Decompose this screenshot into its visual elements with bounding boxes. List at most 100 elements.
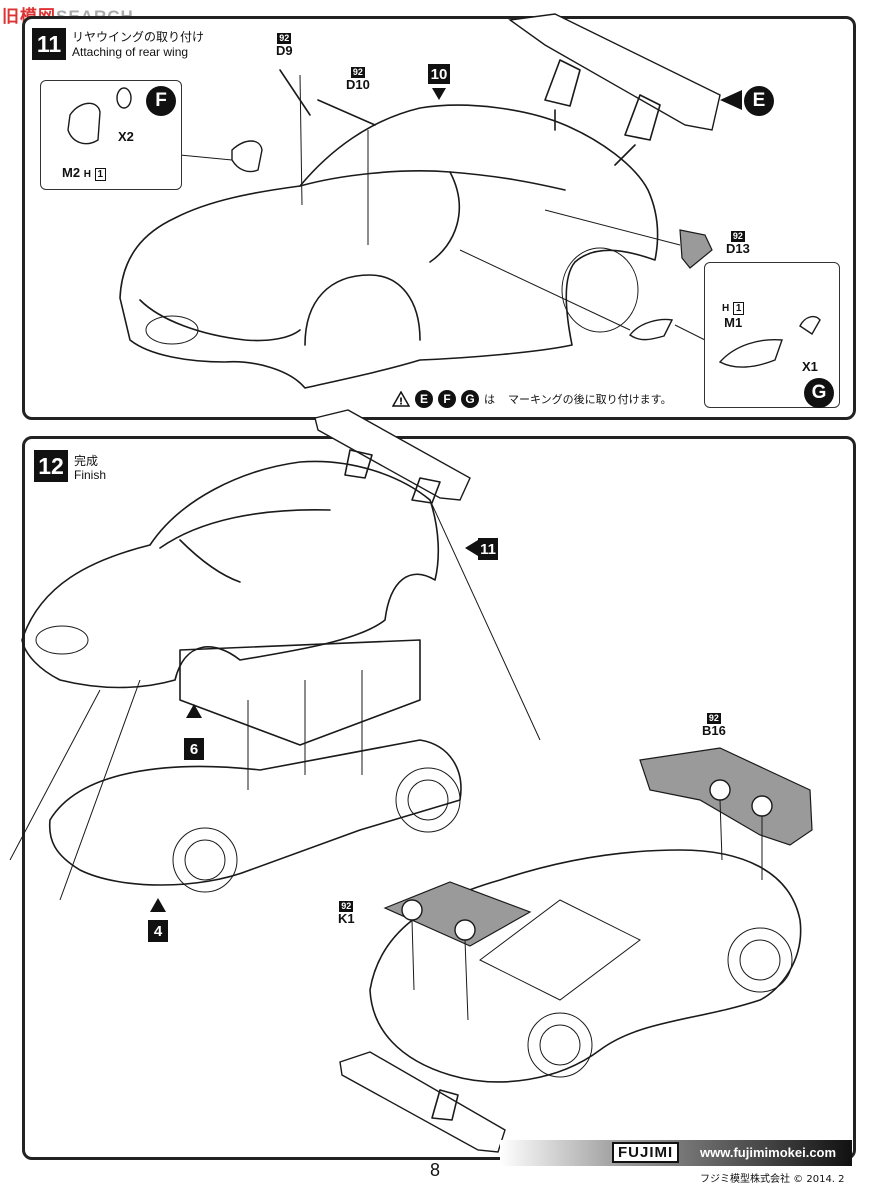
note-text: マーキングの後に取り付けます。 [508, 393, 672, 406]
label-b16: 92 B16 [702, 710, 726, 738]
chassis-front-rim [184, 839, 226, 881]
label-m2-n: 1 [94, 168, 107, 181]
page-number: 8 [430, 1160, 441, 1180]
label-k1-badge: 92 [339, 901, 354, 912]
copyright: フジミ模型株式会社 © 2014. 2 [700, 1174, 845, 1185]
ref-11-arrow [465, 540, 478, 556]
ref-4-arrow [150, 898, 166, 912]
step-11-title-jp: リヤウイングの取り付け [72, 30, 205, 44]
label-m2: M2 H 1 [62, 165, 107, 182]
wing-arrows [554, 109, 636, 166]
leader-d13 [544, 209, 681, 246]
marking-note: ! E F G は マーキングの後に取り付けます。 [392, 390, 672, 408]
part-m1-mount [628, 318, 674, 341]
step-11-number: 11 [32, 28, 66, 60]
ref-step-4: 4 [148, 920, 168, 942]
chassis-rear-rim [407, 779, 449, 821]
leader-subbox-g [674, 324, 706, 341]
label-m1: H 1 M1 [722, 300, 745, 330]
k1-pin-b [454, 919, 476, 941]
svg-text:!: ! [399, 397, 404, 408]
wing-stays [544, 59, 661, 141]
brand-logo: FUJIMI [612, 1142, 680, 1163]
ref-step-10: 10 [428, 64, 450, 84]
label-x1: X1 [802, 359, 818, 374]
chassis-outline [48, 739, 462, 886]
ref-step-11: 11 [478, 538, 498, 560]
callout-e: E [744, 86, 774, 116]
label-d9-badge: 92 [277, 33, 292, 44]
label-d13-code: D13 [726, 241, 750, 256]
callout-g: G [804, 378, 834, 408]
car-door-line [429, 171, 460, 263]
finished-car-wing [314, 409, 471, 501]
car-grille [145, 315, 199, 345]
k1-pin-a [401, 899, 423, 921]
underside-wing [339, 1051, 506, 1153]
label-m2-h: H [83, 169, 91, 180]
label-m1-n: 1 [732, 302, 745, 315]
car-front-bumper [139, 299, 301, 342]
label-k1: 92 K1 [338, 898, 355, 926]
ref-10-arrow-head [432, 88, 446, 100]
part-m1-drawing [718, 338, 783, 368]
b16-pin-b [751, 795, 773, 817]
finished-car-wing-stays [344, 449, 441, 504]
rear-wing-drawing [508, 13, 721, 131]
note-circle-f: F [438, 390, 456, 408]
underside-car-body [369, 849, 802, 1083]
leader-b16-a [719, 799, 723, 861]
label-k1-code: K1 [338, 911, 355, 926]
label-d13-badge: 92 [730, 231, 745, 242]
label-d9: 92 D9 [276, 30, 293, 58]
note-ha: は [484, 393, 495, 406]
label-x2: X2 [118, 129, 134, 144]
underside-wing-stay [431, 1089, 459, 1121]
ref-6-arrow [186, 704, 202, 718]
part-x2-drawing [116, 87, 132, 109]
finished-car-grille [35, 625, 89, 655]
note-circle-e: E [415, 390, 433, 408]
step-12-number: 12 [34, 450, 68, 482]
label-d13: 92 D13 [726, 228, 750, 256]
leader-m1 [459, 249, 631, 331]
label-d10-code: D10 [346, 77, 370, 92]
underside-front-wheel [527, 1012, 593, 1078]
part-k1-drawing [383, 881, 532, 947]
underside-rear-rim [739, 939, 781, 981]
label-d10-badge: 92 [350, 67, 365, 78]
chassis-rear-wheel [395, 767, 461, 833]
leader-k1-a [411, 919, 415, 991]
label-d9-code: D9 [276, 43, 293, 58]
assembly-guide-lines [9, 499, 541, 901]
label-b16-badge: 92 [706, 713, 721, 724]
finished-car-roofline [159, 508, 331, 549]
callout-f: F [146, 86, 176, 116]
callout-e-arrow [720, 90, 742, 110]
label-d10: 92 D10 [346, 64, 370, 92]
part-d13-drawing [679, 229, 713, 269]
step-11-title-en: Attaching of rear wing [72, 45, 189, 59]
step-12-title-jp: 完成 [74, 454, 99, 468]
warning-icon: ! [392, 391, 410, 407]
label-m1-h: H [722, 303, 730, 314]
part-x1-drawing [799, 315, 821, 335]
car-front-arch [304, 274, 421, 346]
interior-tub [179, 639, 421, 746]
label-b16-code: B16 [702, 723, 726, 738]
car-rear-arch [561, 247, 639, 333]
leader-d9 [299, 74, 303, 206]
b16-pin-a [709, 779, 731, 801]
finished-car-body [21, 460, 440, 689]
ref-step-6: 6 [184, 738, 204, 760]
part-m2-drawing [67, 102, 101, 145]
part-m2-mount [231, 140, 263, 173]
leader-subbox-f [179, 154, 233, 161]
label-m2-code: M2 [62, 165, 81, 180]
finished-car-window [179, 539, 241, 583]
underside-rear-wheel [727, 927, 793, 993]
